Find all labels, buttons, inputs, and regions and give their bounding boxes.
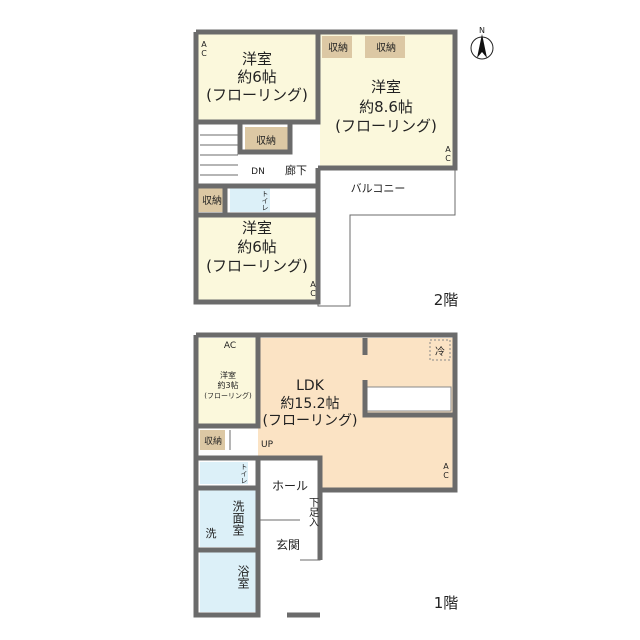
washroom-label: 洗面室 xyxy=(231,500,245,536)
ldk-floor: (フローリング) xyxy=(263,413,358,429)
entrance-label: 玄関 xyxy=(276,537,300,552)
washer-label: 洗 xyxy=(206,527,217,540)
closet-sw-label: 収納 xyxy=(202,194,222,207)
ac-ldk: AC xyxy=(442,462,451,480)
floor-2-label: 2階 xyxy=(434,291,459,309)
small-room xyxy=(198,338,258,426)
floor-1-label: 1階 xyxy=(434,594,459,612)
balcony-label: バルコニー xyxy=(351,182,406,195)
room-nw-size: 約6帖 xyxy=(237,68,277,86)
closet-ne-2 xyxy=(365,36,405,58)
bath-label: 浴室 xyxy=(236,565,250,589)
bathroom xyxy=(200,552,258,612)
kitchen-counter xyxy=(365,386,452,412)
ac-ne: AC xyxy=(444,145,453,163)
room-nw-type: 洋室 xyxy=(242,50,272,68)
ac-nw: AC xyxy=(200,40,209,58)
small-room-type: 洋室 xyxy=(220,370,236,380)
compass-label: N xyxy=(479,26,485,35)
closet-ne-1 xyxy=(322,36,352,58)
stairs-up-label: UP xyxy=(261,440,274,450)
stairs-dn-label: DN xyxy=(251,167,265,177)
small-room-floor: (フローリング) xyxy=(204,391,252,400)
closet-ne-1-label: 収納 xyxy=(328,41,348,54)
room-nw xyxy=(198,34,318,122)
closet-sw xyxy=(198,188,225,212)
room-ne-floor: (フローリング) xyxy=(335,117,437,135)
ac-small-room: AC xyxy=(224,341,236,351)
room-nw-floor: (フローリング) xyxy=(206,86,308,104)
room-sw xyxy=(198,217,318,300)
toilet-1f-label: トイレ xyxy=(240,463,248,484)
hall-label: ホール xyxy=(272,479,308,493)
ldk xyxy=(258,338,455,490)
toilet-2f xyxy=(230,188,270,212)
toilet-1f xyxy=(200,462,248,484)
closet-1f-label: 収納 xyxy=(204,435,222,447)
room-sw-floor: (フローリング) xyxy=(206,257,308,275)
closet-hall xyxy=(245,127,288,152)
closet-ne-2-label: 収納 xyxy=(376,41,396,54)
toilet-2f-label: トイレ xyxy=(261,190,269,211)
floor-1: AC 洋室 約3帖 (フローリング) LDK 約15.2帖 (フローリング) 冷… xyxy=(193,332,459,618)
closet-1f xyxy=(200,430,225,450)
washroom xyxy=(200,490,258,547)
room-ne-type: 洋室 xyxy=(371,78,401,96)
room-sw-type: 洋室 xyxy=(242,219,272,237)
stairs-2f xyxy=(200,134,238,176)
fridge-label: 冷 xyxy=(435,345,445,358)
shoe-box-label: 下足入 xyxy=(307,497,319,527)
room-sw-size: 約6帖 xyxy=(237,238,277,256)
ac-sw: AC xyxy=(309,280,318,298)
north-compass-icon: N xyxy=(470,26,494,60)
small-room-size: 約3帖 xyxy=(217,380,238,390)
hallway-label: 廊下 xyxy=(285,163,307,177)
room-ne-size: 約8.6帖 xyxy=(359,98,413,116)
fridge-space xyxy=(429,339,451,361)
ldk-type: LDK xyxy=(296,378,325,394)
closet-hall-label: 収納 xyxy=(256,134,276,147)
ldk-size: 約15.2帖 xyxy=(280,396,339,412)
floor-2: 洋室 約6帖 (フローリング) 洋室 約8.6帖 (フローリング) 洋室 約6帖… xyxy=(193,29,459,309)
